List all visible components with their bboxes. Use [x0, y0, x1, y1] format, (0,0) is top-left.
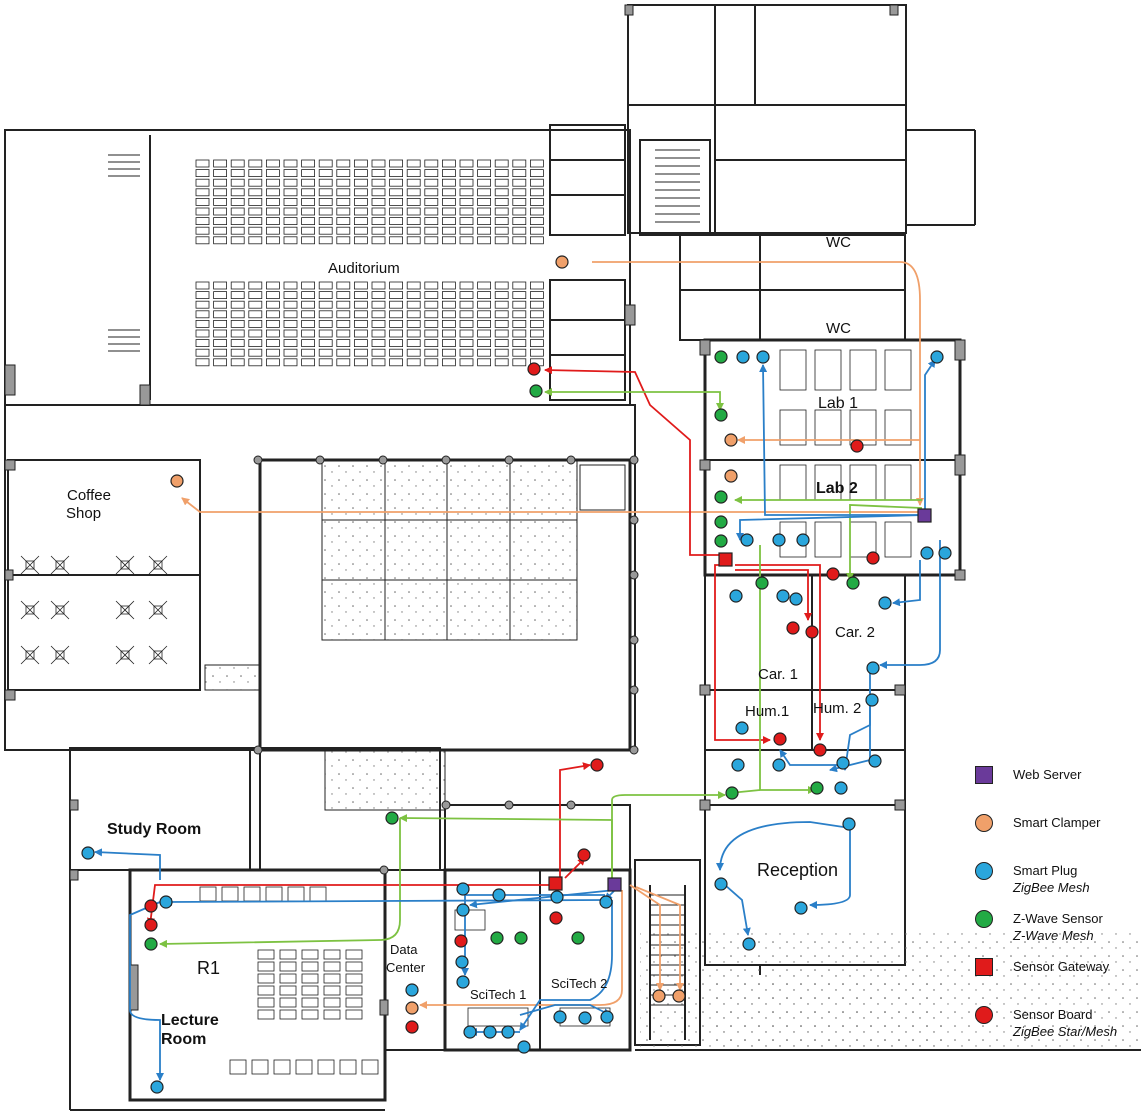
sensor-gateways — [548, 552, 733, 891]
square-marker-icon — [975, 958, 993, 976]
circle-marker-icon — [975, 1006, 993, 1024]
smart-plugs — [81, 350, 952, 1094]
legend-sublabel: Z-Wave Mesh — [1013, 928, 1094, 943]
web-server-scitech — [607, 877, 622, 892]
courtyard-panels — [204, 459, 1140, 1050]
z-wave-sensors — [144, 350, 860, 951]
sensor-boards — [144, 362, 880, 1034]
sensor-gateway-scitech — [548, 876, 563, 891]
legend-item: Web Server — [975, 760, 1135, 808]
legend-item: Smart Clamper — [975, 808, 1135, 856]
columns — [4, 4, 966, 1016]
legend-sublabel: ZigBee Mesh — [1013, 880, 1090, 895]
legend-label: Sensor Board — [1013, 1007, 1093, 1022]
legend-label: Web Server — [1013, 767, 1082, 782]
links-green — [159, 388, 923, 948]
sensor-gateway-lab — [718, 552, 733, 567]
links-blue — [94, 359, 941, 1081]
legend-label: Smart Plug — [1013, 863, 1078, 878]
legend-label: Smart Clamper — [1013, 815, 1101, 830]
legend-label: Sensor Gateway — [1013, 959, 1110, 974]
column-dots — [253, 455, 639, 875]
links-orange — [181, 261, 924, 1009]
circle-marker-icon — [975, 814, 993, 832]
legend-item: Sensor Gateway — [975, 952, 1135, 1000]
auditorium-seats — [195, 159, 544, 367]
legend-label: Z-Wave Sensor — [1013, 911, 1103, 926]
circle-marker-icon — [975, 910, 993, 928]
square-marker-icon — [975, 766, 993, 784]
web-servers — [607, 508, 932, 892]
legend-sublabel: ZigBee Star/Mesh — [1013, 1024, 1118, 1039]
web-server-lab — [917, 508, 932, 523]
circle-marker-icon — [975, 862, 993, 880]
smart-clampers — [170, 255, 738, 1015]
room-furniture — [20, 349, 912, 1075]
